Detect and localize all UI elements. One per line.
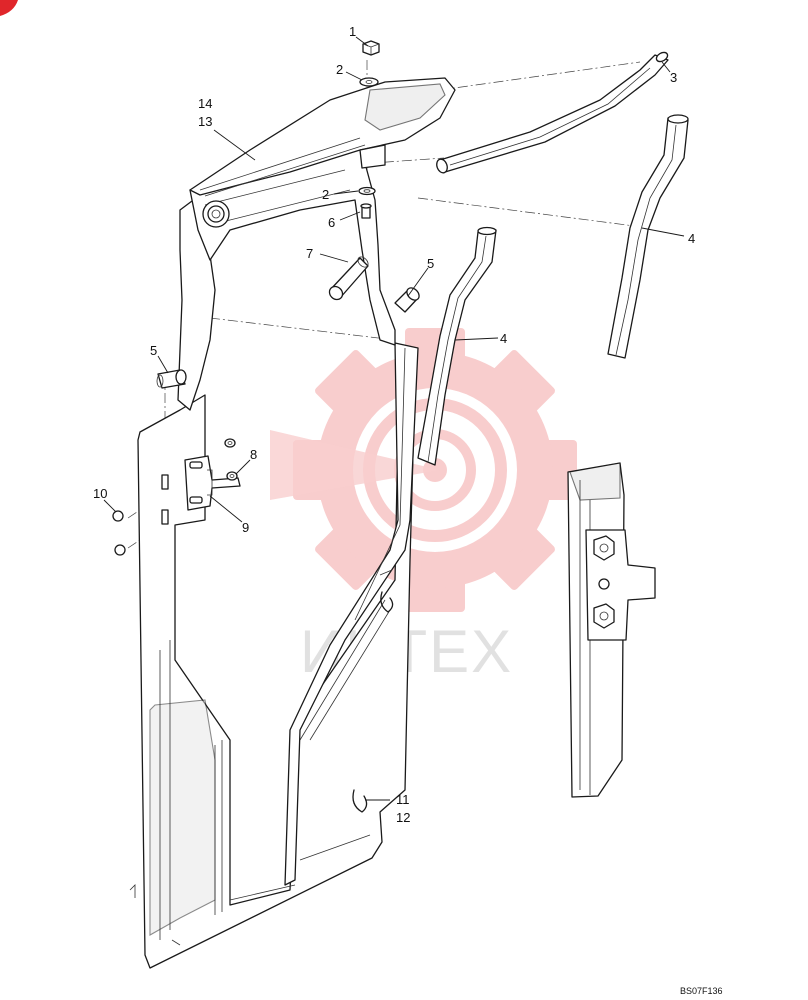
callout-2-top: 2 bbox=[336, 62, 343, 77]
callout-10: 10 bbox=[93, 486, 107, 501]
callout-9: 9 bbox=[242, 520, 249, 535]
callout-14: 14 bbox=[198, 96, 212, 111]
figure-reference-code: BS07F136 bbox=[680, 986, 723, 996]
callout-11: 11 bbox=[396, 792, 410, 807]
hinge-plate bbox=[112, 438, 241, 556]
bumper-left bbox=[156, 369, 187, 389]
watermark-logo: ИНТЕХ bbox=[270, 328, 577, 685]
callout-8: 8 bbox=[250, 447, 257, 462]
door-frame-panel bbox=[129, 144, 419, 969]
fastener-stack bbox=[328, 40, 386, 301]
bumper-upper bbox=[394, 287, 420, 313]
callout-3: 3 bbox=[670, 70, 677, 85]
callout-2-middle: 2 bbox=[322, 187, 329, 202]
callout-4-right: 4 bbox=[688, 231, 695, 246]
corner-mark bbox=[0, 0, 18, 16]
callout-1: 1 bbox=[349, 24, 356, 39]
detail-bracket-view bbox=[567, 462, 656, 798]
seal-strip-middle bbox=[417, 226, 497, 466]
callout-5-left: 5 bbox=[150, 343, 157, 358]
callout-7: 7 bbox=[306, 246, 313, 261]
callout-6: 6 bbox=[328, 215, 335, 230]
callout-labels: 1 2 3 14 13 2 6 4 7 5 4 5 8 10 9 11 12 bbox=[93, 24, 695, 825]
callout-13: 13 bbox=[198, 114, 212, 129]
seal-strip-top bbox=[436, 51, 669, 174]
callout-4-middle: 4 bbox=[500, 331, 507, 346]
callout-12: 12 bbox=[396, 810, 410, 825]
seal-strip-right bbox=[607, 114, 689, 359]
upper-header-cover bbox=[189, 77, 456, 228]
leader-lines bbox=[103, 36, 685, 801]
callout-5-upper: 5 bbox=[427, 256, 434, 271]
